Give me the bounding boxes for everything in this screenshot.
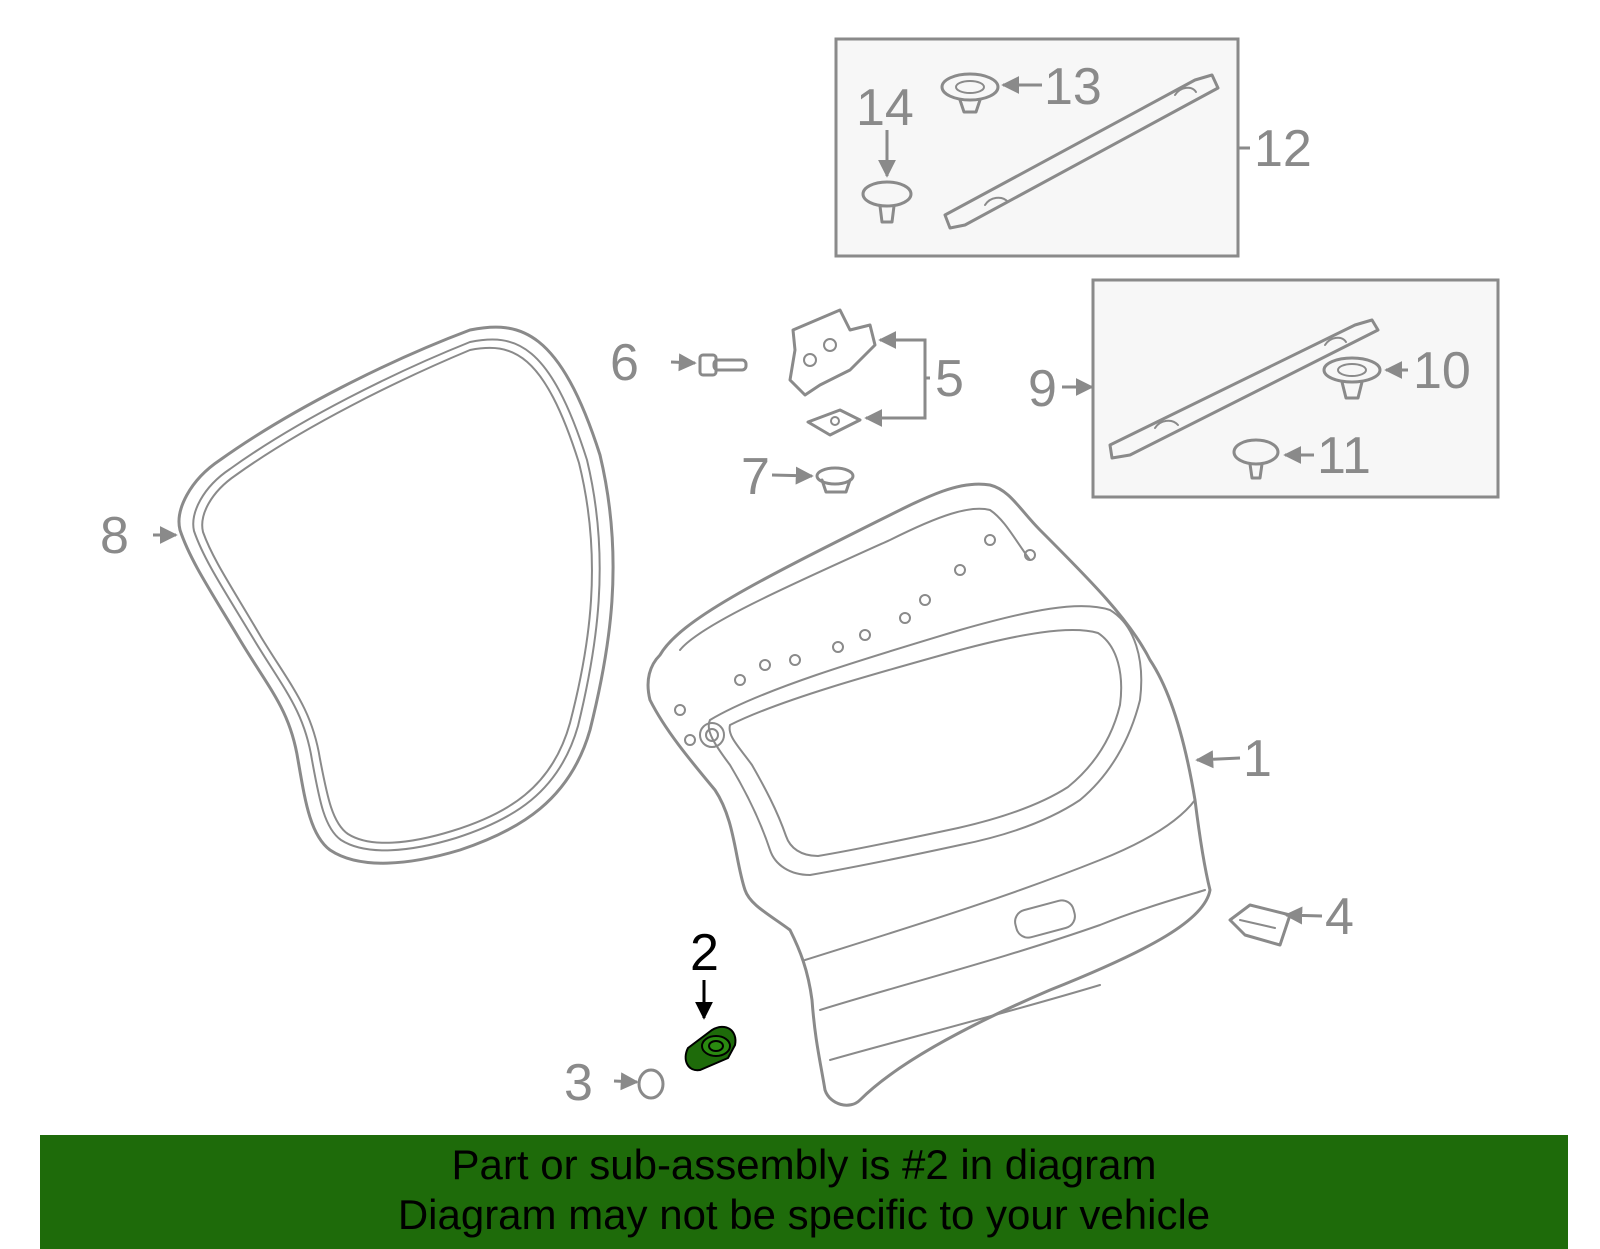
hinge-part-5[interactable] bbox=[788, 308, 877, 437]
callout-14: 14 bbox=[856, 79, 914, 137]
callout-1: 1 bbox=[1243, 730, 1272, 788]
clip-part-11[interactable] bbox=[1232, 438, 1280, 480]
clip-part-14[interactable] bbox=[861, 180, 913, 224]
callout-6: 6 bbox=[610, 334, 639, 392]
leader-lines bbox=[153, 76, 1408, 1091]
info-banner: Part or sub-assembly is #2 in diagram Di… bbox=[40, 1135, 1568, 1249]
clip-part-13[interactable] bbox=[940, 72, 1000, 114]
callout-10: 10 bbox=[1413, 342, 1471, 400]
callout-8: 8 bbox=[100, 507, 129, 565]
callout-12: 12 bbox=[1254, 120, 1312, 178]
clip-part-10[interactable] bbox=[1322, 356, 1382, 400]
callout-3: 3 bbox=[564, 1054, 593, 1112]
banner-line-2: Diagram may not be specific to your vehi… bbox=[397, 1191, 1211, 1238]
callout-11: 11 bbox=[1317, 427, 1371, 485]
callout-7: 7 bbox=[741, 448, 770, 506]
callout-9: 9 bbox=[1028, 360, 1057, 418]
rail-part-12[interactable] bbox=[943, 73, 1220, 230]
callout-4: 4 bbox=[1325, 888, 1354, 946]
nut-part-7[interactable] bbox=[815, 466, 855, 494]
callout-2: 2 bbox=[690, 924, 719, 982]
bolt-part-6[interactable] bbox=[698, 353, 748, 377]
bumper-part-2[interactable] bbox=[684, 1025, 737, 1072]
liftgate-part-1[interactable] bbox=[646, 482, 1212, 1107]
group-box-12 bbox=[834, 37, 1240, 258]
banner-line-1: Part or sub-assembly is #2 in diagram bbox=[451, 1141, 1157, 1188]
bracket-part-4[interactable] bbox=[1228, 903, 1292, 947]
callout-13: 13 bbox=[1044, 58, 1102, 116]
weatherstrip-part-8[interactable] bbox=[177, 325, 615, 865]
seal-part-3[interactable] bbox=[637, 1068, 665, 1100]
callout-5: 5 bbox=[935, 350, 964, 408]
rail-part-9[interactable] bbox=[1108, 318, 1380, 460]
